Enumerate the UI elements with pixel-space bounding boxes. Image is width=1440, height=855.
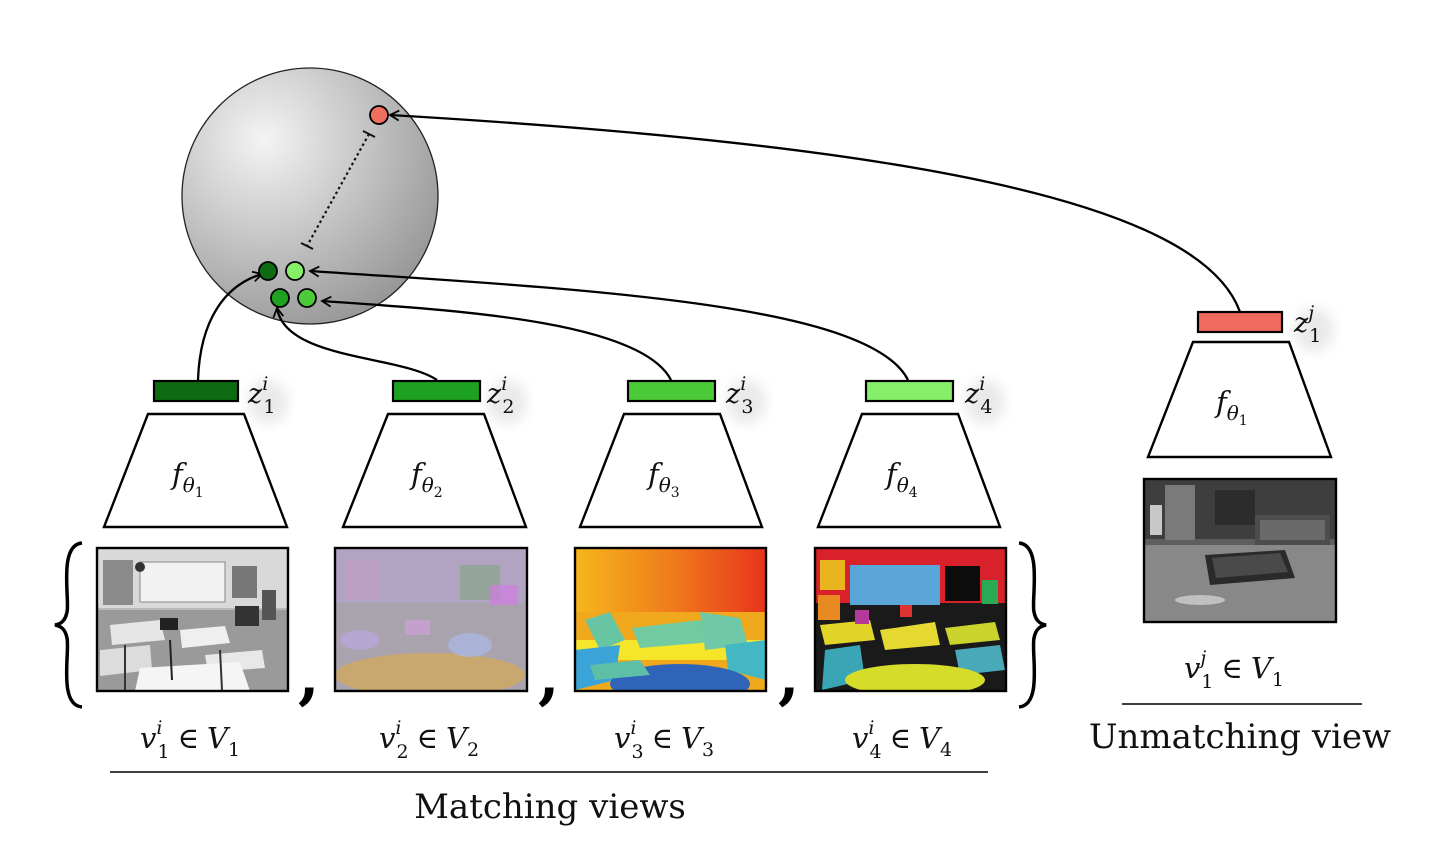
embedding-bar-negative [1196,310,1284,334]
view-image-3 [573,546,768,693]
right-brace [1018,541,1047,709]
embedding-sphere [181,67,439,325]
embedding-bar-z2 [391,379,482,403]
arrow-negative [388,109,1242,313]
encoder-negative [1146,340,1333,459]
view-image-negative [1142,477,1338,624]
encoder-4 [816,412,1002,529]
point-z4 [285,261,305,281]
arrow-z1 [196,270,264,381]
view-image-2 [333,546,529,693]
arrow-z4 [308,265,910,381]
point-negative [369,105,389,125]
encoders [102,340,1333,529]
label-shadows [248,308,1334,424]
embedding-bar-z4 [864,379,955,403]
commas: , , , [298,639,800,712]
point-z2 [270,288,290,308]
encoder-1 [102,412,289,529]
arrow-z3 [320,295,673,381]
group-rules [110,703,1362,773]
comma-1: , [298,639,320,712]
left-brace [54,541,83,709]
view-image-4 [813,546,1008,693]
sphere-points [258,105,389,308]
comma-2: , [538,639,560,712]
arrows [196,109,1242,381]
encoder-2 [341,412,528,529]
distance-line [300,130,376,250]
caption-matching-views: Matching views [414,787,686,827]
encoder-3 [578,412,764,529]
caption-unmatching-view: Unmatching view [1089,717,1391,757]
embedding-bars [152,310,1284,403]
encoder-label-3: fθ3 [646,457,680,501]
comma-3: , [778,639,800,712]
arrow-z2 [272,306,438,381]
point-z1 [258,261,278,281]
embedding-bar-z1 [152,379,240,403]
embedding-bar-z3 [626,379,717,403]
view-image-1 [95,546,290,693]
point-z3 [297,288,317,308]
